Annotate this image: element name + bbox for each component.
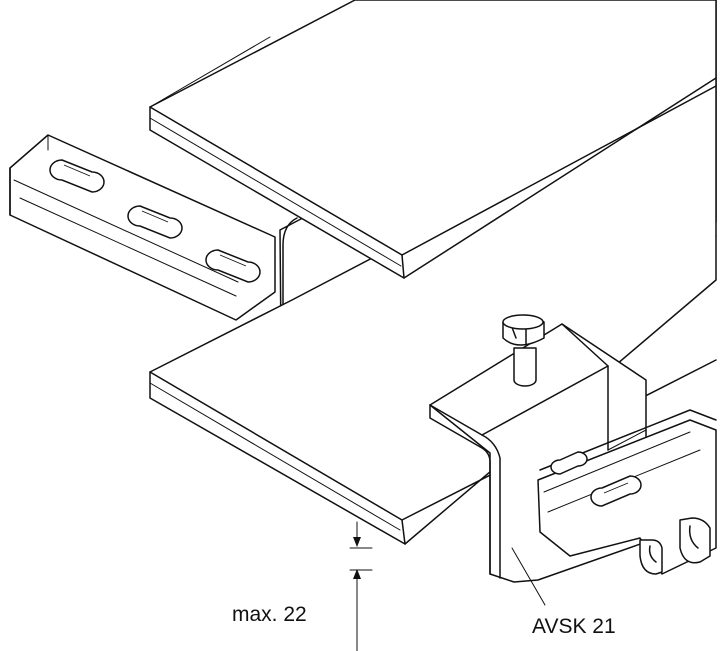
i-beam bbox=[149, 0, 717, 545]
left-channel-rail bbox=[9, 134, 276, 321]
right-channel-rail bbox=[537, 409, 717, 575]
clamp-bolt bbox=[502, 314, 545, 387]
rail-slot bbox=[49, 159, 105, 193]
rail-slot bbox=[590, 475, 642, 507]
dimension-arrow-down bbox=[353, 537, 361, 547]
rail-slot bbox=[127, 205, 183, 239]
rail-slots bbox=[49, 159, 261, 283]
dimension-arrow-up bbox=[353, 569, 361, 579]
dimension-indicator bbox=[349, 521, 373, 651]
rail-slot bbox=[550, 451, 588, 475]
part-leader-line bbox=[511, 547, 546, 606]
rail-slot bbox=[205, 249, 261, 283]
part-label: AVSK 21 bbox=[532, 615, 616, 638]
dimension-label: max. 22 bbox=[232, 603, 307, 626]
